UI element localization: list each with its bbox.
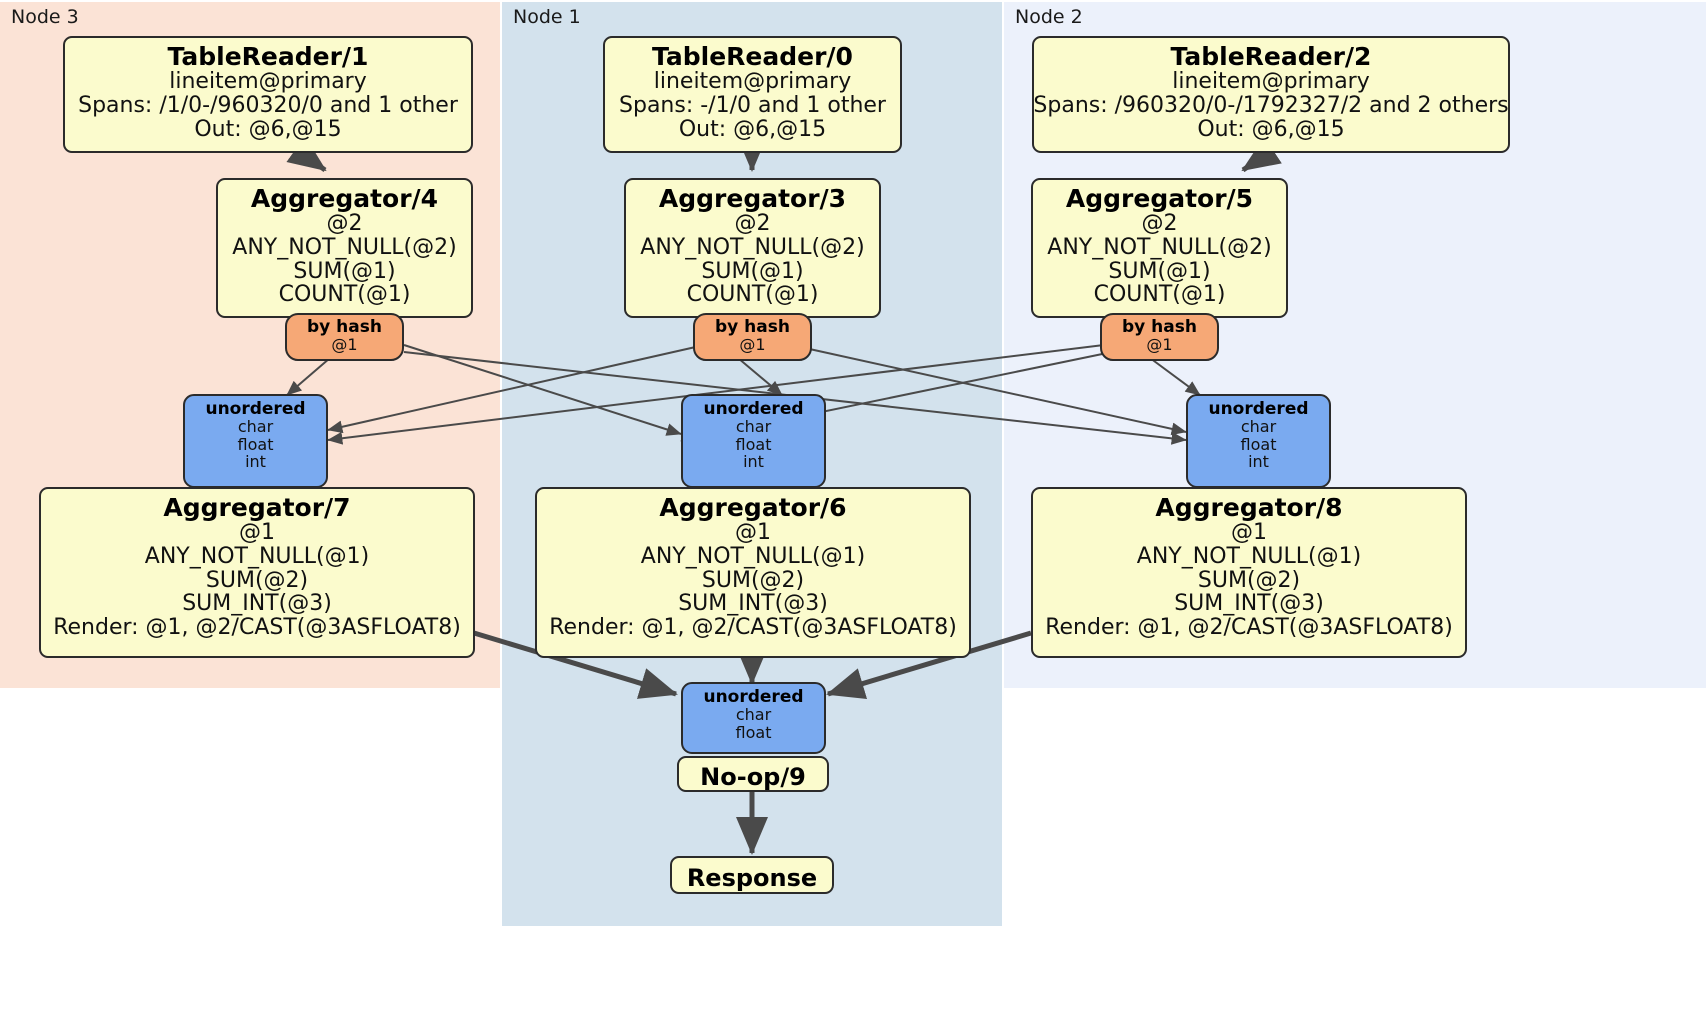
sink-line: char — [735, 705, 772, 725]
box-line: ANY_NOT_NULL(@2) — [1047, 234, 1272, 260]
box-title: No-op/9 — [700, 762, 806, 791]
sink-title: unordered — [205, 399, 306, 419]
edge-agg-to-final — [473, 630, 1032, 699]
sink-line: char — [1240, 417, 1277, 437]
box-line: ANY_NOT_NULL(@1) — [640, 543, 866, 569]
box-aggregator-3[interactable]: Aggregator/3 @2 ANY_NOT_NULL(@2) SUM(@1)… — [624, 178, 881, 318]
box-aggregator-8[interactable]: Aggregator/8 @1 ANY_NOT_NULL(@1) SUM(@2)… — [1031, 487, 1467, 658]
box-line: ANY_NOT_NULL(@2) — [640, 234, 865, 260]
box-title: Aggregator/3 — [658, 184, 847, 213]
box-line: lineitem@primary — [169, 69, 367, 94]
box-line: Out: @6,@15 — [1197, 116, 1345, 142]
router-by-hash-right[interactable]: by hash @1 — [1100, 313, 1219, 361]
box-line: SUM(@1) — [701, 258, 804, 284]
sink-unordered-mid[interactable]: unordered char float int — [681, 394, 826, 488]
box-line: SUM_INT(@3) — [1174, 591, 1324, 617]
sink-title: unordered — [703, 687, 804, 707]
box-line: lineitem@primary — [1172, 69, 1370, 94]
box-line: COUNT(@1) — [686, 282, 819, 308]
box-title: Aggregator/6 — [659, 493, 847, 522]
box-line: ANY_NOT_NULL(@1) — [144, 543, 370, 569]
box-title: Aggregator/7 — [163, 493, 351, 522]
box-tablereader-2[interactable]: TableReader/2 lineitem@primary Spans: /9… — [1032, 36, 1510, 153]
sink-line: int — [1248, 451, 1269, 471]
panel-node-1-label: Node 1 — [513, 6, 581, 28]
box-aggregator-7[interactable]: Aggregator/7 @1 ANY_NOT_NULL(@1) SUM(@2)… — [39, 487, 475, 658]
box-aggregator-4[interactable]: Aggregator/4 @2 ANY_NOT_NULL(@2) SUM(@1)… — [216, 178, 473, 318]
box-title: TableReader/2 — [1170, 42, 1372, 71]
box-line: SUM(@2) — [1197, 567, 1301, 593]
router-by-hash-mid[interactable]: by hash @1 — [693, 313, 812, 361]
sink-unordered-final[interactable]: unordered char float — [681, 682, 826, 754]
box-line: Render: @1, @2/CAST(@3ASFLOAT8) — [53, 615, 461, 640]
box-line: SUM_INT(@3) — [182, 591, 332, 617]
box-line: Out: @6,@15 — [194, 116, 342, 142]
box-tablereader-1[interactable]: TableReader/1 lineitem@primary Spans: /1… — [63, 36, 473, 153]
box-line: COUNT(@1) — [278, 282, 411, 308]
panel-node-2-label: Node 2 — [1015, 6, 1083, 28]
box-line: COUNT(@1) — [1093, 282, 1226, 308]
panel-node-3-label: Node 3 — [11, 6, 79, 28]
router-title: by hash — [1122, 317, 1197, 337]
router-title: by hash — [715, 317, 790, 337]
box-line: lineitem@primary — [653, 69, 852, 94]
box-noop-9[interactable]: No-op/9 — [677, 756, 829, 792]
box-title: Aggregator/4 — [250, 184, 439, 213]
sink-line: int — [743, 451, 764, 471]
box-line: Render: @1, @2/CAST(@3ASFLOAT8) — [1045, 615, 1453, 640]
box-line: Out: @6,@15 — [678, 116, 827, 142]
box-line: ANY_NOT_NULL(@1) — [1136, 543, 1362, 569]
box-line: Spans: /960320/0-/1792327/2 and 2 others — [1033, 92, 1509, 118]
box-line: SUM_INT(@3) — [678, 591, 828, 617]
box-line: Render: @1, @2/CAST(@3ASFLOAT8) — [549, 615, 957, 640]
box-line: SUM(@1) — [293, 258, 396, 284]
sink-title: unordered — [1208, 399, 1309, 419]
box-title: Aggregator/8 — [1155, 493, 1343, 522]
box-line: SUM(@2) — [205, 567, 309, 593]
sink-line: float — [735, 722, 772, 742]
box-tablereader-0[interactable]: TableReader/0 lineitem@primary Spans: -/… — [603, 36, 902, 153]
box-line: @1 — [735, 520, 771, 545]
sink-line: float — [1240, 434, 1277, 454]
box-line: Spans: -/1/0 and 1 other — [619, 92, 886, 118]
box-line: ANY_NOT_NULL(@2) — [232, 234, 457, 260]
box-line: @2 — [1141, 211, 1178, 236]
sink-line: float — [735, 434, 772, 454]
sink-line: int — [245, 451, 266, 471]
router-line: @1 — [331, 335, 358, 355]
sink-line: char — [735, 417, 772, 437]
box-line: SUM(@2) — [701, 567, 805, 593]
box-line: @2 — [734, 211, 771, 236]
box-title: TableReader/0 — [652, 42, 853, 71]
box-aggregator-5[interactable]: Aggregator/5 @2 ANY_NOT_NULL(@2) SUM(@1)… — [1031, 178, 1288, 318]
router-line: @1 — [739, 335, 766, 355]
box-title: TableReader/1 — [167, 42, 369, 71]
sink-unordered-right[interactable]: unordered char float int — [1186, 394, 1331, 488]
sink-title: unordered — [703, 399, 804, 419]
sink-unordered-left[interactable]: unordered char float int — [183, 394, 328, 488]
sink-line: char — [237, 417, 274, 437]
router-by-hash-left[interactable]: by hash @1 — [285, 313, 404, 361]
box-line: @1 — [1231, 520, 1267, 545]
edge-hash-to-unordered-local — [286, 357, 1201, 396]
box-aggregator-6[interactable]: Aggregator/6 @1 ANY_NOT_NULL(@1) SUM(@2)… — [535, 487, 971, 658]
box-title: Response — [686, 863, 818, 892]
edge-reader-to-agg — [286, 134, 1282, 173]
router-title: by hash — [307, 317, 382, 337]
box-line: @1 — [239, 520, 275, 545]
box-response[interactable]: Response — [670, 856, 834, 894]
box-title: Aggregator/5 — [1065, 184, 1254, 213]
box-line: @2 — [326, 211, 363, 236]
box-line: Spans: /1/0-/960320/0 and 1 other — [78, 92, 458, 118]
router-line: @1 — [1146, 335, 1173, 355]
box-line: SUM(@1) — [1108, 258, 1211, 284]
sink-line: float — [237, 434, 274, 454]
